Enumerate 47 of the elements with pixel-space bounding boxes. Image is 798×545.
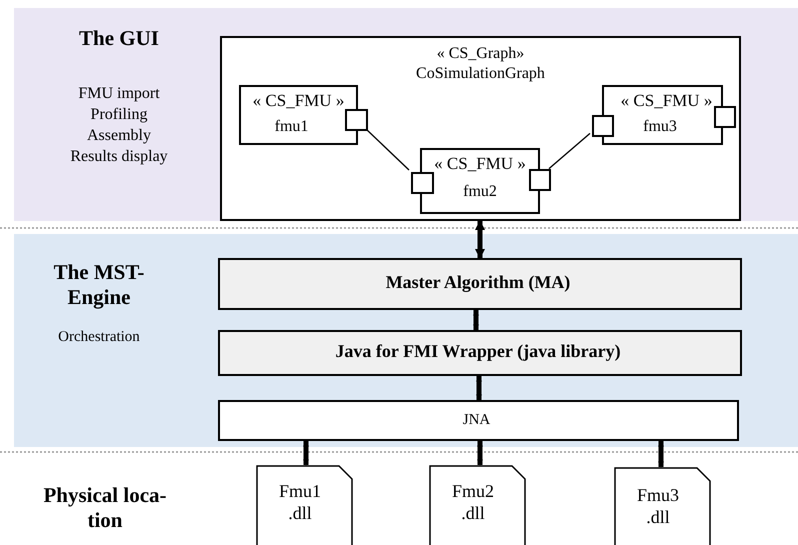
stereotype-label: « CS_Graph» <box>436 44 526 64</box>
file-name: Fmu1 .dll <box>278 481 322 524</box>
file-name: Fmu2 .dll <box>450 481 495 524</box>
double-arrow <box>658 440 664 468</box>
component-name: fmu2 <box>462 182 498 202</box>
double-arrow <box>476 375 482 401</box>
connector-line <box>366 128 410 170</box>
port-square <box>529 169 551 191</box>
component-name: fmu3 <box>642 117 678 136</box>
double-arrow <box>475 220 485 259</box>
stereotype-label: « CS_FMU » <box>433 154 527 174</box>
component-box <box>602 85 723 145</box>
stereotype-label: « CS_FMU » <box>252 91 346 112</box>
layer-title: The GUI <box>78 26 160 52</box>
port-square <box>345 109 368 131</box>
feature-text: Profiling <box>90 105 148 124</box>
layer-title: Physical loca- tion <box>42 483 168 534</box>
component-box <box>239 85 358 145</box>
double-arrow <box>473 309 479 331</box>
layer-title: The MST- Engine <box>52 260 146 310</box>
file-document <box>256 465 353 545</box>
component-name: Java for FMI Wrapper (java library) <box>334 341 622 363</box>
connector-line <box>548 132 590 170</box>
double-arrow <box>477 440 483 466</box>
port-square <box>592 115 614 137</box>
component-name: CoSimulationGraph <box>415 64 546 84</box>
feature-text: FMU import <box>77 84 161 104</box>
feature-text: Assembly <box>86 126 152 146</box>
feature-text: Orchestration <box>57 328 141 346</box>
component-name: Master Algorithm (MA) <box>384 272 572 294</box>
component-name: JNA <box>462 411 492 429</box>
file-document <box>429 465 526 545</box>
stereotype-label: « CS_FMU » <box>620 91 714 112</box>
layer-band <box>14 234 798 447</box>
layer-box <box>218 258 742 310</box>
component-box <box>220 36 741 221</box>
port-square <box>714 106 736 128</box>
double-arrow <box>303 440 309 466</box>
layer-box <box>218 400 739 441</box>
layer-box <box>218 330 742 376</box>
port-square <box>411 172 434 194</box>
file-name: Fmu3 .dll <box>636 485 680 528</box>
feature-text: Results display <box>69 147 169 166</box>
layer-band <box>14 8 798 221</box>
component-name: fmu1 <box>274 117 310 136</box>
component-box <box>420 148 540 214</box>
file-document <box>614 467 711 545</box>
